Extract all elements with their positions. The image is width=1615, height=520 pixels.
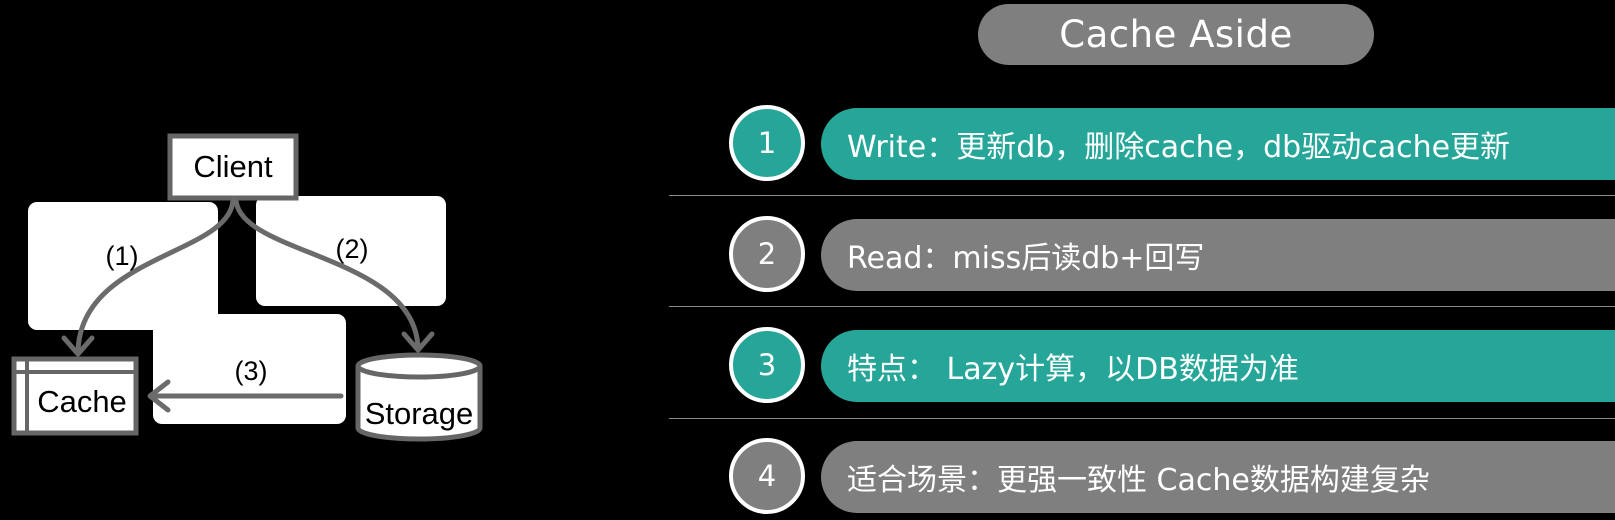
arrow-cache-back-head [147, 379, 171, 413]
number-badge: 3 [729, 327, 805, 403]
number-badge: 4 [729, 438, 805, 514]
storage-label: Storage [365, 396, 474, 431]
arrow-storage-head [401, 331, 435, 353]
step-1-panel [28, 202, 218, 330]
item-pill: 适合场景：更强一致性 Cache数据构建复杂 [821, 441, 1615, 513]
item-text: Write：更新db，删除cache，db驱动cache更新 [847, 130, 1511, 165]
divider [669, 195, 1615, 196]
item-pill: Write：更新db，删除cache，db驱动cache更新 [821, 108, 1615, 180]
cache-aside-diagram: Client (1) (2) (3) Cache Storage [0, 0, 640, 516]
arrow-client-to-storage [233, 197, 421, 351]
cache-label: Cache [37, 384, 127, 419]
client-label: Client [193, 149, 273, 184]
list-item: 2 Read：miss后读db+回写 [0, 214, 1615, 298]
divider [669, 418, 1615, 419]
number-badge: 1 [729, 105, 805, 181]
divider [669, 306, 1615, 307]
item-text: 适合场景：更强一致性 Cache数据构建复杂 [847, 463, 1430, 498]
step-1-label: (1) [106, 241, 139, 271]
client-node [167, 133, 299, 201]
step-2-panel [256, 196, 446, 306]
storage-node [355, 352, 483, 442]
title-pill: Cache Aside [978, 4, 1374, 65]
arrow-cache-head [61, 335, 95, 357]
number-badge: 2 [729, 216, 805, 292]
item-text: 特点： Lazy计算，以DB数据为准 [847, 352, 1299, 387]
item-pill: 特点： Lazy计算，以DB数据为准 [821, 330, 1615, 402]
diagram-canvas: Client (1) (2) (3) Cache Storage [11, 133, 483, 442]
arrow-client-to-cache [75, 197, 236, 355]
list-item: 4 适合场景：更强一致性 Cache数据构建复杂 [0, 436, 1615, 520]
page-title: Cache Aside [1059, 13, 1293, 56]
list-item: 1 Write：更新db，删除cache，db驱动cache更新 [0, 103, 1615, 187]
cache-node [11, 356, 139, 436]
step-3-label: (3) [235, 356, 268, 386]
list-item: 3 特点： Lazy计算，以DB数据为准 [0, 325, 1615, 409]
item-pill: Read：miss后读db+回写 [821, 219, 1615, 291]
item-text: Read：miss后读db+回写 [847, 241, 1205, 276]
step-2-label: (2) [336, 234, 369, 264]
